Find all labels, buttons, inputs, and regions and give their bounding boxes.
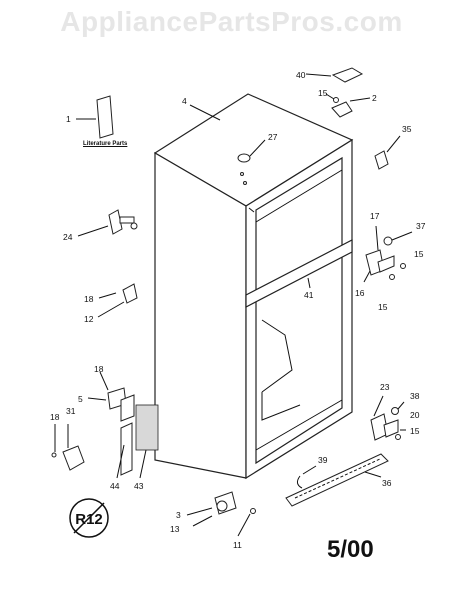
callout-37: 37 — [416, 221, 426, 231]
callout-44: 44 — [110, 481, 120, 491]
callout-3: 3 — [176, 510, 181, 520]
callout-41: 41 — [304, 290, 314, 300]
callout-15: 15 — [318, 88, 328, 98]
callout-15: 15 — [410, 426, 420, 436]
callout-20: 20 — [410, 410, 420, 420]
callout-23: 23 — [380, 382, 390, 392]
leader-41 — [307, 277, 311, 289]
callout-13: 13 — [170, 524, 180, 534]
leader-4 — [189, 104, 221, 121]
toe-grille-bracket-icon — [51, 424, 85, 471]
callout-27: 27 — [268, 132, 278, 142]
clip-part-39-icon — [296, 465, 317, 489]
badge-text: R12 — [75, 511, 103, 528]
callout-24: 24 — [63, 232, 73, 242]
plug-button-icon — [237, 139, 266, 185]
cabinet-body — [153, 93, 354, 480]
callout-31: 31 — [66, 406, 76, 416]
callout-16: 16 — [355, 288, 365, 298]
callout-12: 12 — [84, 314, 94, 324]
literature-parts-label: Literature Parts — [83, 141, 128, 147]
callout-38: 38 — [410, 391, 420, 401]
callout-18: 18 — [94, 364, 104, 374]
callout-1: 1 — [66, 114, 71, 124]
kickplate-bracket-icon — [116, 404, 159, 479]
left-bracket-icon — [87, 371, 135, 422]
date-code: 5/00 — [327, 536, 374, 563]
hinge-part-12-icon — [97, 283, 138, 318]
toe-grille-icon — [285, 453, 389, 507]
callout-17: 17 — [370, 211, 380, 221]
roller-assembly-icon — [186, 491, 256, 537]
callout-15: 15 — [414, 249, 424, 259]
top-hinge-icon — [325, 93, 371, 118]
callout-36: 36 — [382, 478, 392, 488]
callout-2: 2 — [372, 93, 377, 103]
literature-parts-icon — [76, 95, 114, 139]
callout-5: 5 — [78, 394, 83, 404]
callout-18: 18 — [50, 412, 60, 422]
callout-11: 11 — [233, 540, 242, 550]
callout-43: 43 — [134, 481, 144, 491]
refrigerant-r12-badge: R12 — [69, 498, 109, 538]
callout-4: 4 — [182, 96, 187, 106]
hinge-pin-icon — [374, 135, 401, 170]
callout-40: 40 — [296, 70, 306, 80]
bracket-part-24-icon — [77, 209, 138, 237]
callout-18: 18 — [84, 294, 94, 304]
callout-35: 35 — [402, 124, 412, 134]
watermark: AppliancePartsPros.com — [60, 6, 403, 37]
bottom-hinge-icon — [370, 395, 406, 441]
callout-39: 39 — [318, 455, 328, 465]
center-hinge-icon — [363, 225, 413, 283]
callout-15: 15 — [378, 302, 388, 312]
hinge-cover-icon — [305, 67, 364, 83]
